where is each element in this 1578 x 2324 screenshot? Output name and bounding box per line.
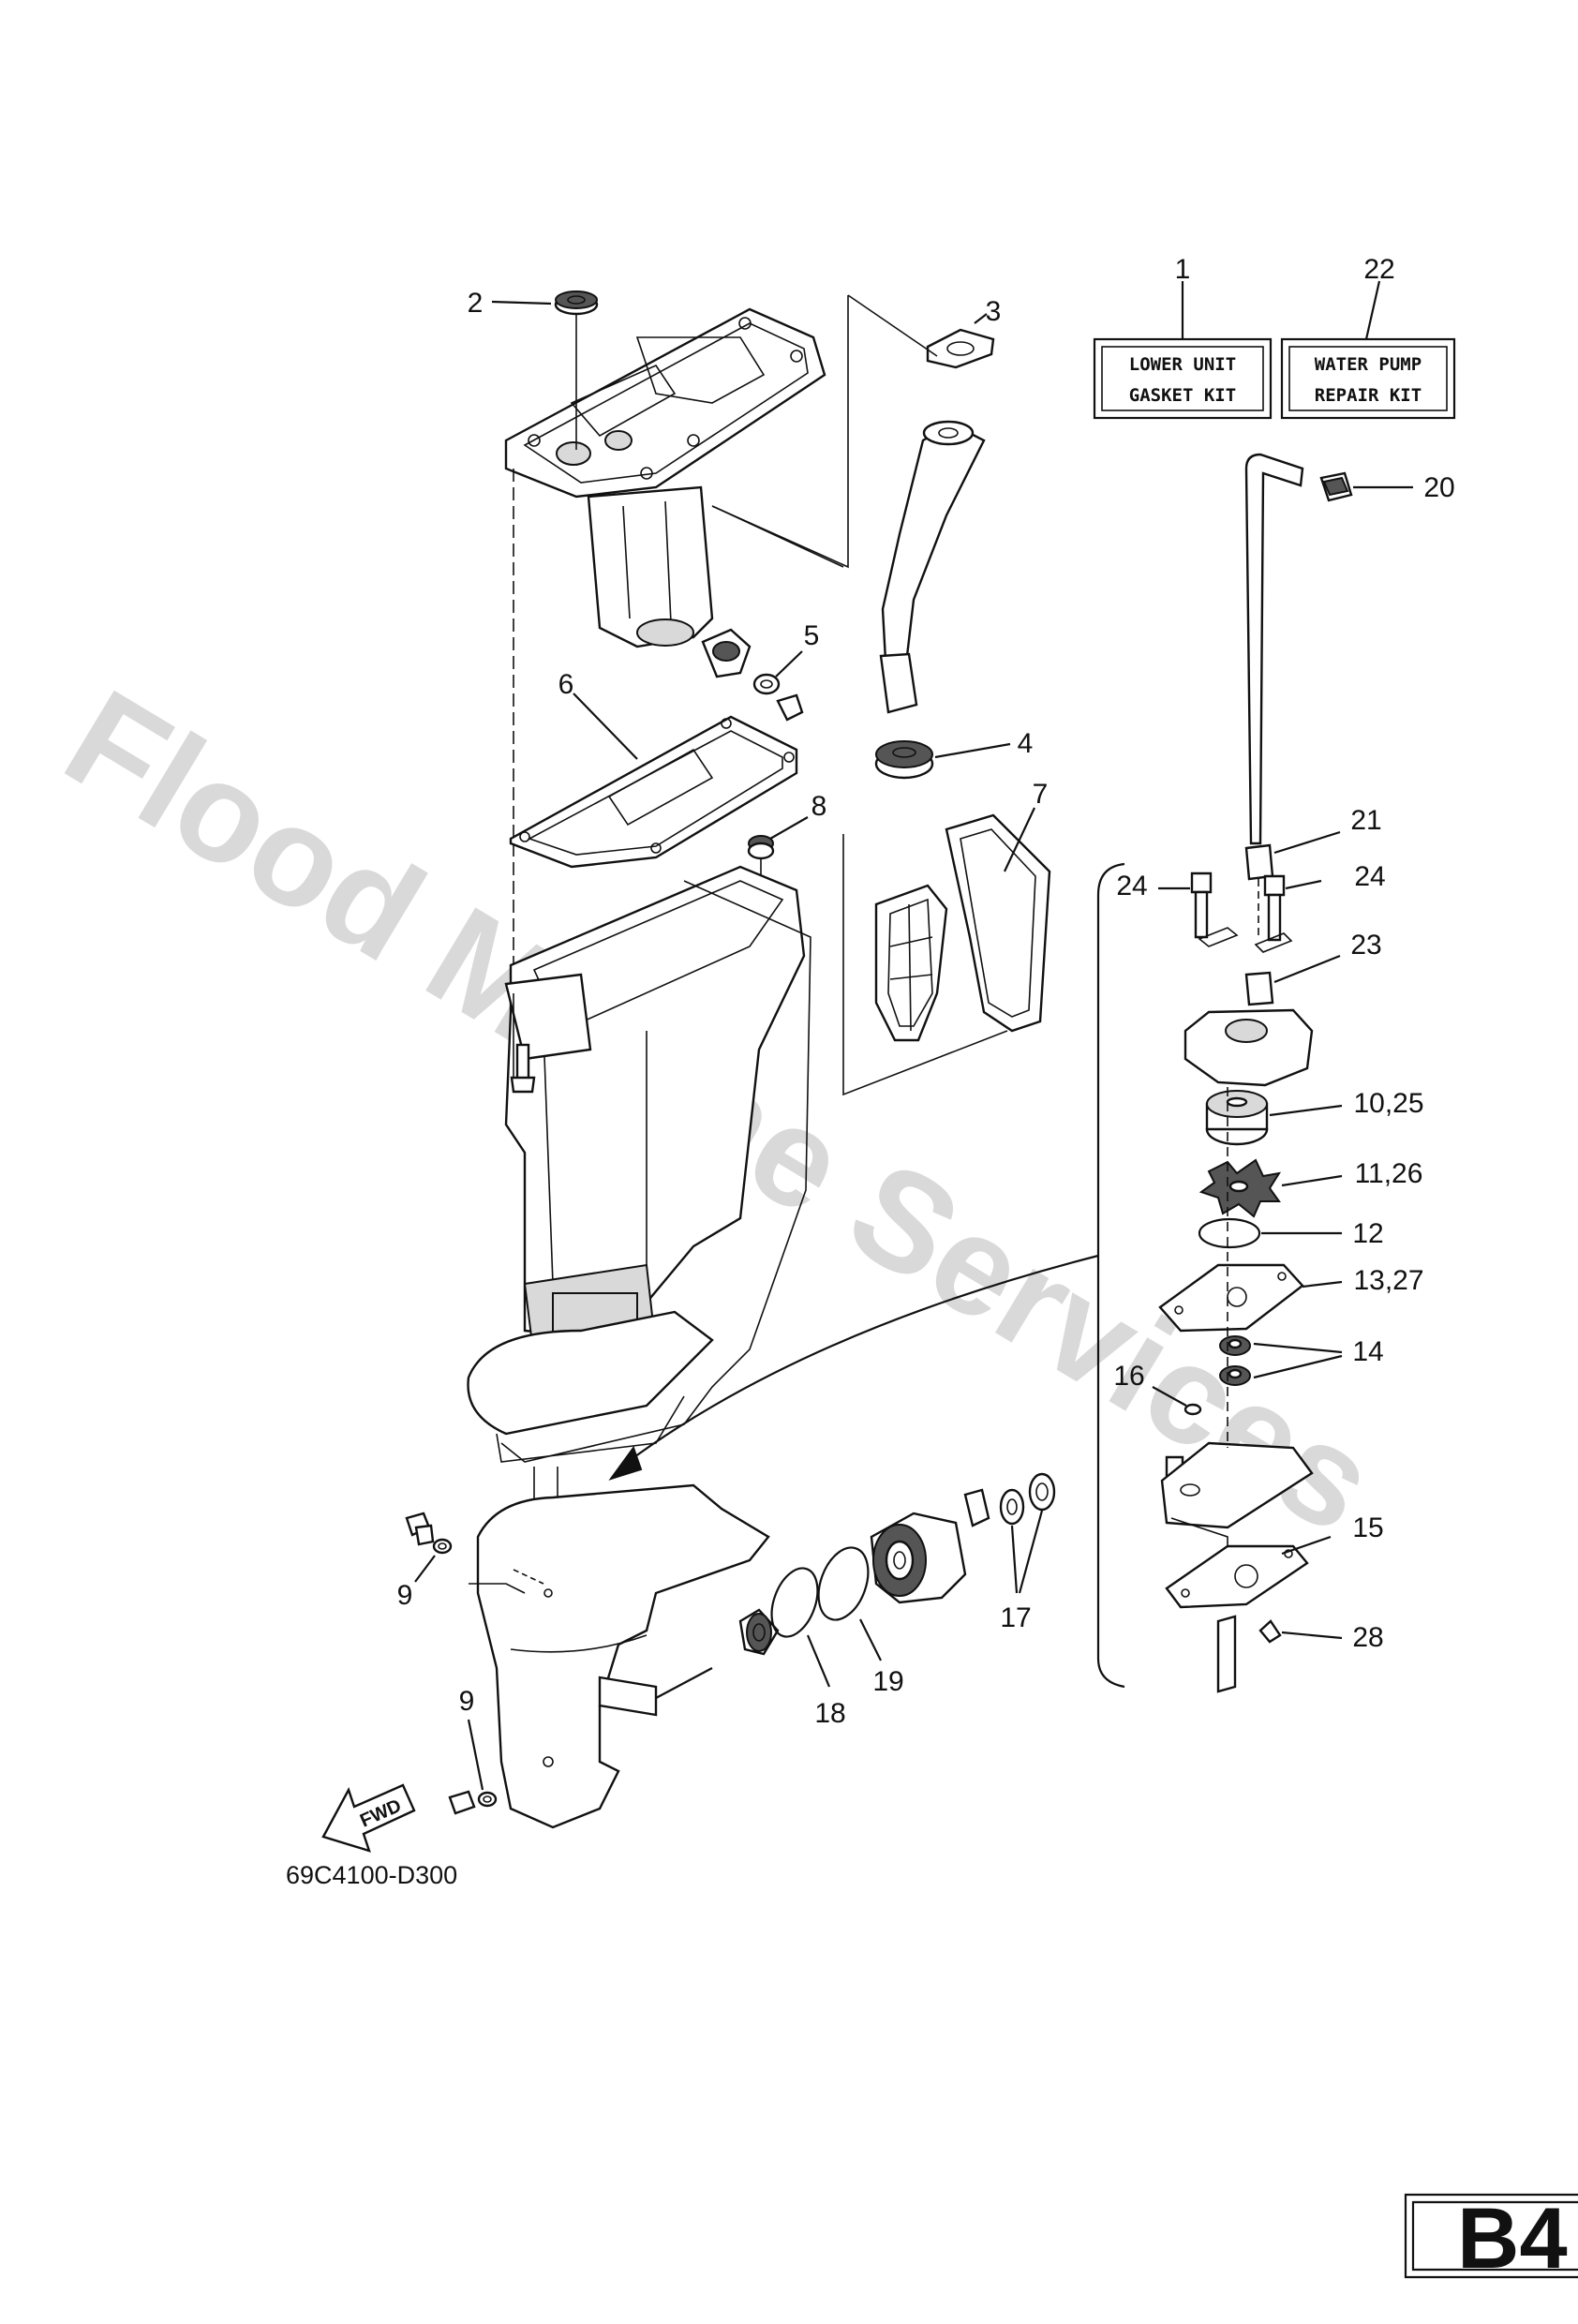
part-19-o-ring: 19: [817, 1546, 904, 1697]
callout-20: 20: [1423, 472, 1454, 503]
callout-6: 6: [558, 669, 574, 700]
part-7-cover: 7: [874, 779, 1051, 1042]
callout-18: 18: [814, 1698, 845, 1729]
housing-outline: [500, 880, 811, 1463]
arrow-head: [608, 1445, 643, 1481]
part-28-key: 28: [1258, 1619, 1384, 1653]
part-18-o-ring: 18: [770, 1567, 846, 1729]
callout-9-upper: 9: [397, 1580, 413, 1611]
pump-bracket: [1096, 862, 1125, 1689]
callout-24-right: 24: [1354, 861, 1385, 892]
bracket-lines: [711, 294, 1008, 1096]
diagram-code: 69C4100-D300: [286, 1861, 457, 1889]
callout-1: 1: [1175, 254, 1191, 285]
part-23-pump-housing: 23: [1184, 930, 1382, 1087]
callout-2: 2: [468, 288, 484, 319]
callout-3: 3: [986, 296, 1002, 327]
callout-8: 8: [811, 791, 827, 822]
part-20-grommet: 20: [1319, 471, 1455, 503]
fwd-arrow: FWD: [321, 1783, 416, 1853]
bracket-line-guide: [711, 505, 844, 568]
callout-7: 7: [1033, 779, 1049, 810]
part-11-26-impeller: 11,26: [1198, 1158, 1423, 1218]
part-3-water-tube: 3: [879, 296, 1002, 714]
callout-23: 23: [1350, 930, 1381, 961]
part-10-25-insert: 10,25: [1205, 1088, 1424, 1146]
kit-label-line2: GASKET KIT: [1129, 385, 1236, 406]
kit-box-water-pump-repair: WATER PUMP REPAIR KIT 22: [1280, 254, 1456, 420]
callout-15: 15: [1352, 1512, 1383, 1543]
kit-label-line2: REPAIR KIT: [1315, 385, 1422, 406]
part-12-o-ring: 12: [1198, 1217, 1384, 1249]
callout-12: 12: [1352, 1218, 1383, 1249]
water-pipe: [1244, 453, 1304, 845]
callout-21: 21: [1350, 805, 1381, 836]
prop-shaft-parts: [738, 1608, 780, 1656]
callout-22: 22: [1363, 254, 1394, 285]
drive-shaft-housing: [467, 865, 806, 1463]
callout-28: 28: [1352, 1622, 1383, 1653]
part-2-grommet: 2: [468, 288, 599, 450]
callout-5: 5: [804, 620, 820, 651]
callout-11-26: 11,26: [1355, 1158, 1423, 1189]
bearing-housing: [870, 1512, 967, 1604]
part-6-gasket: 6: [509, 669, 798, 869]
part-9-plug-lower: 9: [448, 1686, 498, 1815]
part-17-seals: 17: [963, 1472, 1056, 1633]
part-9-plug-upper: 9: [397, 1512, 453, 1611]
callout-13-27: 13,27: [1353, 1265, 1423, 1296]
part-14-bearings: 14: [1219, 1335, 1384, 1386]
gear-case: [469, 1467, 770, 1829]
callout-4: 4: [1018, 728, 1034, 759]
part-13-27-plate: 13,27: [1158, 1263, 1424, 1333]
upper-mount-plate: [504, 307, 826, 648]
callout-19: 19: [872, 1666, 903, 1697]
kit-label-line1: WATER PUMP: [1315, 354, 1422, 375]
part-15-plate: 15: [1160, 1441, 1384, 1609]
callout-9-lower: 9: [459, 1686, 475, 1717]
part-8-nut: 8: [747, 791, 827, 928]
callout-10-25: 10,25: [1353, 1088, 1423, 1119]
drive-shaft: [1216, 1615, 1237, 1693]
part-16-ring: 16: [1113, 1361, 1202, 1416]
part-24-bolts: 24 24: [1116, 861, 1386, 953]
callout-14: 14: [1352, 1336, 1383, 1367]
assembly-arrow: [627, 1254, 1099, 1463]
callout-24-left: 24: [1116, 871, 1147, 901]
callout-17: 17: [1000, 1602, 1031, 1633]
kit-box-lower-unit-gasket: LOWER UNIT GASKET KIT 1: [1093, 254, 1273, 420]
part-5-seal: 5: [701, 620, 820, 722]
callout-16: 16: [1113, 1361, 1144, 1392]
section-badge: B4: [1404, 2191, 1578, 2287]
section-id: B4: [1457, 2191, 1568, 2287]
kit-label-line1: LOWER UNIT: [1129, 354, 1236, 375]
part-21-grommet: 21: [1244, 805, 1382, 937]
part-4-seal: 4: [874, 728, 1034, 780]
